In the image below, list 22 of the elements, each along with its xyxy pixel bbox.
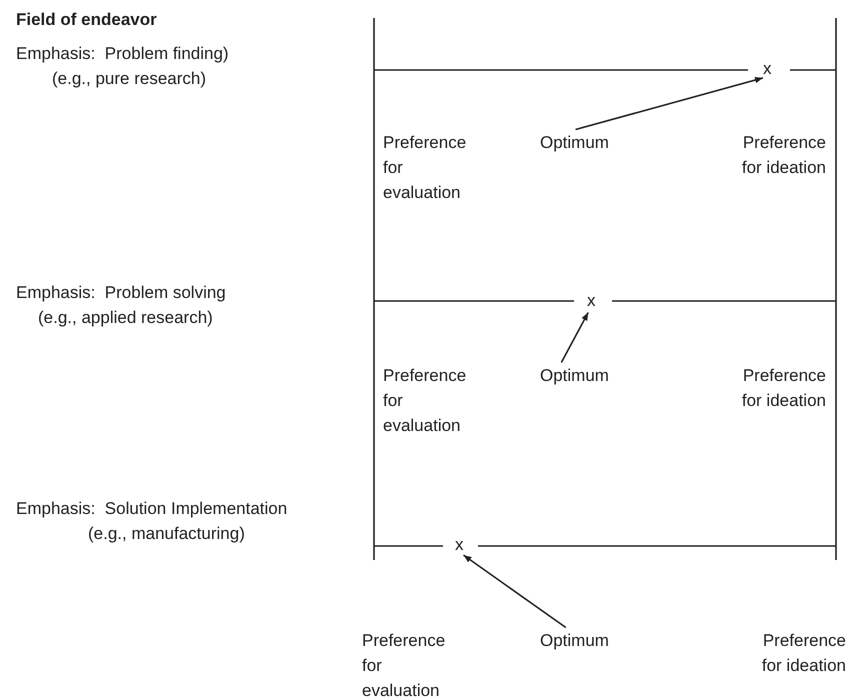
x-mark: x <box>455 532 464 556</box>
scale-end-label: Preference for evaluation <box>383 132 468 204</box>
row-label: Emphasis: Problem finding) <box>16 42 229 64</box>
row-label: (e.g., applied research) <box>38 306 213 328</box>
scale-end-label: Preference for ideation <box>740 364 826 412</box>
arrow <box>463 554 566 628</box>
scale-end-label: Preference for ideation <box>760 630 846 676</box>
arrow <box>575 76 764 130</box>
scale-end-label: Preference for ideation <box>740 132 826 178</box>
heading: Field of endeavor <box>16 8 157 30</box>
optimum-label: Optimum <box>540 362 609 388</box>
row-label: (e.g., pure research) <box>52 68 206 90</box>
optimum-label: Optimum <box>540 628 609 652</box>
scale-end-label: Preference for evaluation <box>383 364 468 436</box>
x-mark: x <box>763 56 772 80</box>
row-label: (e.g., manufacturing) <box>88 522 245 544</box>
row-label: Emphasis: Problem solving <box>16 282 226 304</box>
row-label: Emphasis: Solution Implementation <box>16 498 288 520</box>
optimum-label: Optimum <box>540 130 609 154</box>
x-mark: x <box>587 288 596 312</box>
scale-end-label: Preference for evaluation <box>362 630 446 700</box>
arrow <box>560 312 589 363</box>
